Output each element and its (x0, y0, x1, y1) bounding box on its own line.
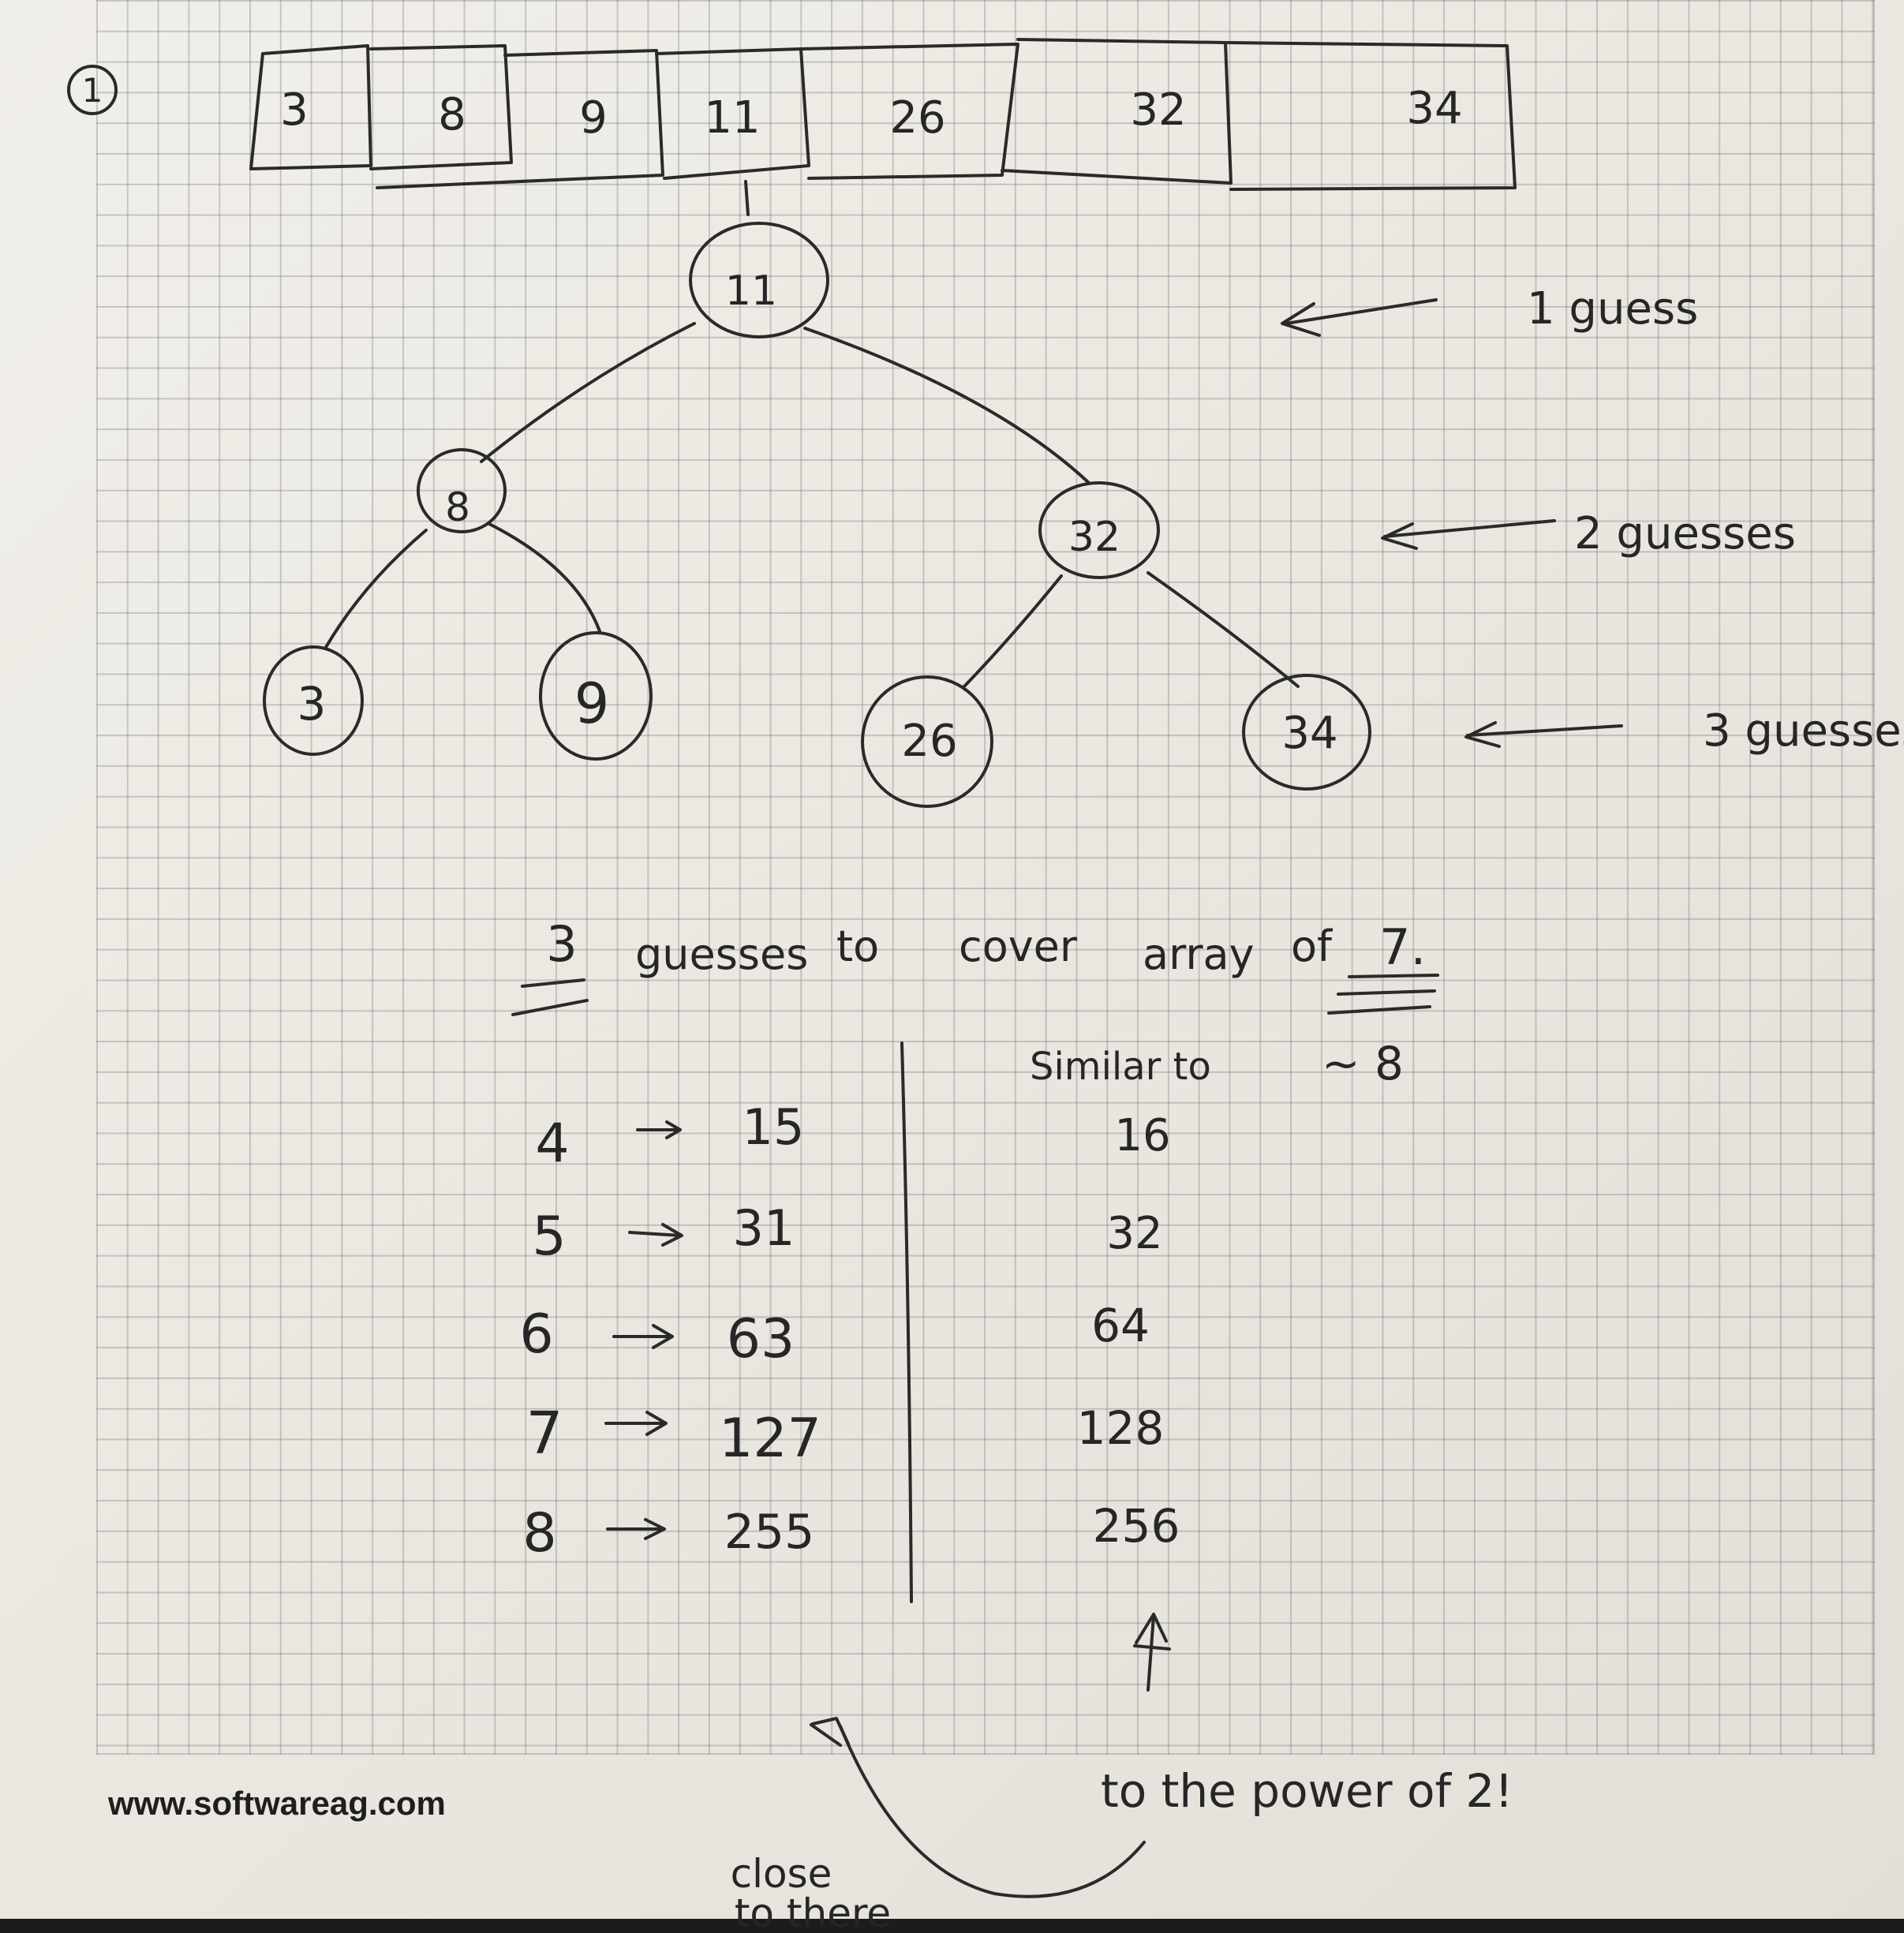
similar-value: ~ 8 (1322, 1037, 1404, 1090)
row-1-guesses: 5 (532, 1206, 566, 1268)
row-2-covers: 63 (727, 1308, 795, 1370)
array-to-root-line (744, 180, 750, 216)
tree-node-34-circle (1242, 674, 1371, 791)
tree-node-level3-3: 34 (1281, 708, 1337, 759)
arrow-icon (1133, 1613, 1171, 1692)
array-cell-6: 34 (1406, 83, 1462, 134)
row-4-covers: 255 (724, 1505, 815, 1560)
row-2-power: 64 (1091, 1299, 1150, 1352)
tree-node-9-circle (539, 631, 653, 761)
annotation-level-3: 3 guesses (1703, 705, 1904, 757)
arrow-icon (628, 1223, 683, 1247)
tree-nodes: 11 8 32 3 9 26 34 (263, 222, 1371, 808)
summary-array-size: 7. (1379, 918, 1426, 976)
edge-32-26 (963, 574, 1063, 688)
array-cell-4: 26 (889, 92, 945, 144)
tree-node-level3-0: 3 (297, 677, 327, 731)
arrow-icon (810, 1717, 850, 1747)
sorted-array: 3 8 9 11 26 32 34 (249, 38, 1517, 216)
summary-line: 3 guesses to cover array of 7. (511, 915, 1439, 1016)
step-marker: 1 (67, 65, 118, 115)
tree-node-level3-1: 9 (574, 671, 610, 736)
tree-node-root: 11 (725, 267, 777, 315)
row-3-guesses: 7 (526, 1400, 563, 1468)
row-1-covers: 31 (733, 1199, 795, 1257)
edge-11-8 (480, 322, 696, 463)
edge-11-32 (803, 327, 1090, 484)
row-2-guesses: 6 (519, 1303, 553, 1366)
array-cell-box-6 (1224, 41, 1517, 191)
edge-8-3 (324, 529, 428, 650)
arrow-icon (1281, 298, 1438, 337)
row-3-covers: 127 (719, 1408, 821, 1470)
array-cell-3: 11 (704, 92, 760, 144)
array-cell-box-2 (376, 49, 664, 189)
edge-32-34 (1147, 571, 1300, 688)
array-cell-1: 8 (438, 89, 466, 140)
table-divider (900, 1041, 913, 1603)
table-edge (0, 1919, 1904, 1933)
summary-word-4: of (1291, 922, 1334, 971)
arrow-icon (1381, 519, 1556, 550)
array-cell-0: 3 (280, 84, 309, 136)
tree-node-level2-1: 32 (1068, 514, 1120, 561)
arrow-icon (606, 1518, 666, 1540)
curved-arrow (839, 1725, 1146, 1898)
arrow-icon (612, 1324, 674, 1349)
row-3-power: 128 (1077, 1401, 1165, 1455)
array-cell-2: 9 (579, 92, 608, 144)
annotation-level-2: 2 guesses (1574, 508, 1796, 559)
row-0-covers: 15 (743, 1098, 805, 1156)
note-power-of-two: to the power of 2! (1101, 1764, 1513, 1818)
tree-node-3-circle (263, 645, 364, 756)
tree-node-8-circle (417, 448, 507, 533)
guesses-table: 4 15 5 31 6 63 7 127 8 255 (519, 1098, 821, 1565)
tree-node-26-circle (861, 675, 993, 808)
array-cell-box-0 (249, 44, 372, 170)
arrow-icon (604, 1411, 668, 1436)
summary-word-1: to (836, 922, 879, 971)
edge-8-9 (488, 522, 601, 633)
summary-count: 3 (546, 915, 577, 973)
tree-node-level2-0: 8 (445, 484, 470, 530)
array-cell-5: 32 (1130, 84, 1186, 136)
array-cell-box-5 (1001, 38, 1233, 185)
tree-node-root-circle (689, 222, 829, 338)
row-0-power: 16 (1114, 1110, 1170, 1161)
power-column: Similar to ~ 8 16 32 64 128 256 (1030, 1037, 1404, 1692)
tree-node-32-circle (1038, 481, 1160, 579)
arrow-icon (636, 1120, 682, 1139)
summary-word-0: guesses (635, 929, 808, 979)
summary-count-underline (511, 978, 589, 1016)
step-marker-number: 1 (82, 71, 103, 110)
note-close: close (731, 1851, 832, 1897)
note-to-there: to there (735, 1890, 891, 1933)
summary-word-3: array (1143, 929, 1255, 979)
row-1-power: 32 (1106, 1208, 1162, 1259)
row-4-power: 256 (1093, 1499, 1180, 1553)
array-cell-box-1 (369, 44, 513, 170)
row-0-guesses: 4 (535, 1112, 569, 1175)
summary-size-underline (1327, 974, 1439, 1015)
summary-word-2: cover (959, 922, 1078, 971)
annotation-level-1: 1 guess (1527, 283, 1698, 335)
footer-url: www.softwareag.com (107, 1785, 446, 1822)
array-cell-box-4 (799, 43, 1019, 180)
tree-edges (324, 322, 1300, 688)
tree-node-level3-2: 26 (901, 716, 957, 767)
graph-paper-grid (96, 0, 1875, 1755)
bottom-notes: to the power of 2! close to there (731, 1717, 1513, 1933)
similar-label: Similar to (1030, 1045, 1211, 1089)
row-4-guesses: 8 (522, 1502, 556, 1565)
arrow-icon (1464, 721, 1623, 748)
level-annotations: 1 guess 2 guesses 3 guesses (1281, 283, 1904, 757)
array-cell-box-3 (655, 47, 810, 180)
